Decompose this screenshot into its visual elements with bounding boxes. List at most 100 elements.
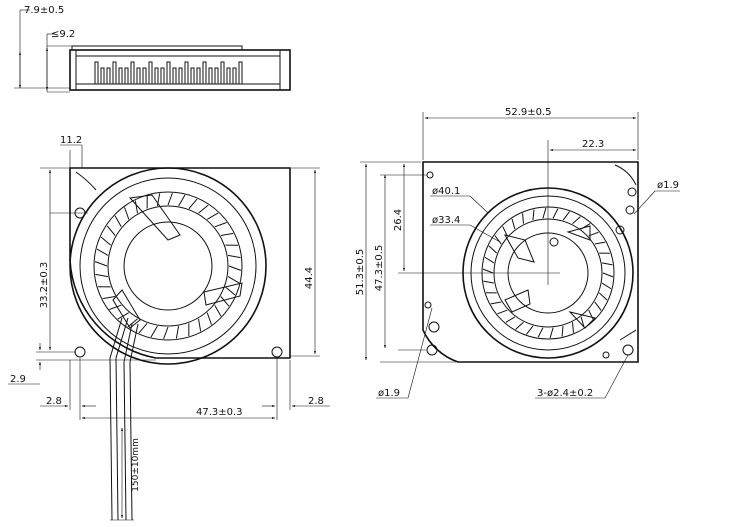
dim-rear-center-height: 26.4 (393, 209, 404, 231)
impeller-blade (561, 325, 564, 337)
impeller-blade (542, 207, 547, 219)
front-strut-left (112, 289, 141, 329)
impeller-blade (102, 296, 116, 300)
dim-rear-center-offset: 22.3 (582, 139, 604, 150)
impeller-blade (100, 236, 112, 246)
impeller-blade (580, 316, 585, 328)
front-strut-top (128, 194, 181, 241)
impeller-blade (488, 245, 498, 254)
dim-front-bottom-offset: 2.9 (10, 374, 26, 385)
impeller-blade (601, 262, 613, 266)
side-blade (220, 61, 225, 85)
front-outer-ring (69, 167, 267, 365)
side-blade (94, 61, 99, 85)
front-impeller-blades (94, 192, 242, 340)
impeller-blade (482, 268, 494, 274)
rear-hole-left-mid (424, 301, 432, 309)
impeller-blade (117, 312, 130, 320)
impeller-blade (95, 273, 109, 278)
dim-front-top-left: 11.2 (60, 135, 82, 146)
dim-front-left-offset: 2.8 (46, 396, 62, 407)
impeller-blade (552, 208, 559, 219)
impeller-blade (562, 211, 570, 221)
impeller-blade (150, 325, 158, 338)
rear-mount-hole-3 (622, 344, 634, 356)
impeller-blade (188, 198, 198, 210)
front-hole-bottom-left (74, 346, 86, 358)
dim-front-hole-vertical: 33.2±0.3 (39, 262, 50, 309)
impeller-blade (502, 226, 508, 237)
side-blade (172, 67, 177, 85)
side-blade (112, 61, 117, 85)
dim-front-hole-horizontal: 47.3±0.3 (196, 407, 243, 418)
impeller-blade (198, 318, 202, 332)
side-blade (118, 67, 123, 85)
impeller-blade (109, 304, 122, 310)
dim-rear-total-height: 51.3±0.5 (355, 249, 366, 296)
impeller-blade (227, 276, 240, 284)
side-blade (196, 67, 201, 85)
front-hub (123, 221, 213, 311)
side-blade (226, 67, 231, 85)
dim-rear-width: 52.9±0.5 (505, 107, 552, 118)
impeller-blade (206, 312, 212, 325)
front-view: 11.2 44.4 33.2±0.3 2.9 2.8 47.3±0.3 2.8 … (8, 135, 330, 521)
impeller-blade (537, 327, 544, 338)
impeller-blade (515, 321, 524, 330)
impeller-blade (602, 272, 614, 278)
impeller-blade (214, 304, 222, 317)
impeller-blade (549, 327, 554, 339)
impeller-blade (94, 261, 108, 267)
impeller-blade (511, 218, 516, 230)
dim-rear-outer-diameter: ø40.1 (432, 186, 460, 197)
rear-mount-hole-1 (428, 321, 440, 333)
impeller-blade (572, 322, 574, 333)
impeller-blade (114, 215, 122, 228)
impeller-blade (598, 292, 608, 301)
impeller-blade (228, 265, 242, 271)
impeller-blade (163, 326, 169, 340)
impeller-blade (490, 301, 502, 305)
impeller-blade (484, 256, 495, 264)
side-blade (136, 67, 141, 85)
impeller-blade (127, 318, 138, 328)
impeller-blade (106, 225, 116, 236)
impeller-blade (124, 207, 130, 220)
impeller-blade (227, 254, 241, 259)
impeller-blade (178, 194, 186, 207)
impeller-blade (167, 192, 173, 206)
side-blade (106, 67, 111, 85)
impeller-blade (224, 286, 236, 296)
dim-rear-mount-holes: 3-ø2.4±0.2 (537, 388, 593, 399)
impeller-blade (588, 309, 594, 320)
impeller-blade (96, 248, 109, 256)
side-blade (148, 61, 153, 85)
impeller-blade (594, 301, 602, 311)
impeller-blade (522, 213, 524, 224)
dim-rear-hole-top-right: ø1.9 (657, 180, 679, 191)
side-blade (130, 61, 135, 85)
side-blade (214, 67, 219, 85)
side-blade (208, 67, 213, 85)
impeller-blade (594, 241, 606, 245)
side-blade (124, 67, 129, 85)
rear-hole-right-mid (625, 205, 635, 215)
front-housing (69, 167, 291, 359)
dim-front-height: 44.4 (304, 267, 315, 289)
rear-housing (422, 161, 639, 363)
impeller-blade (220, 296, 230, 307)
side-blade (202, 61, 207, 85)
rear-mount-hole-2 (426, 344, 438, 356)
dim-rear-inner-diameter: ø33.4 (432, 215, 460, 226)
impeller-blade (601, 282, 612, 290)
side-view-impeller-blades (94, 61, 243, 85)
rear-hole-top-left (426, 171, 434, 179)
front-lead-wires (109, 317, 139, 521)
impeller-blade (214, 222, 227, 228)
rear-view: 52.9±0.5 22.3 ø40.1 ø33.4 26.4 51.3±0.5 … (355, 107, 680, 399)
impeller-blade (138, 322, 148, 334)
side-blade (166, 61, 171, 85)
dim-front-lead-length: 150±10mm (131, 438, 141, 492)
dim-front-right-offset: 2.8 (308, 396, 324, 407)
dim-rear-hole-bottom-left: ø1.9 (378, 388, 400, 399)
